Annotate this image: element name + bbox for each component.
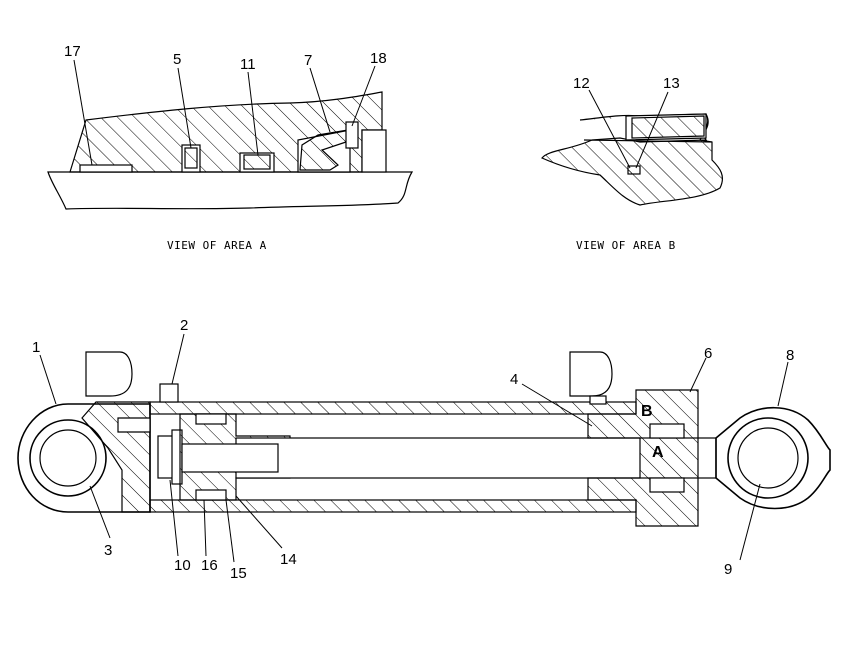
callout-17: 17: [64, 43, 93, 166]
detail-a-seal-5: [184, 147, 198, 169]
svg-text:11: 11: [240, 56, 256, 73]
rod-port-nipple: [589, 395, 607, 405]
rod-threaded-end: [181, 443, 279, 473]
callout-10: 10: [169, 479, 191, 574]
callout-6: 6: [689, 345, 712, 393]
detail-b-section: [541, 113, 724, 206]
gland-seal-bottom: [649, 477, 685, 493]
detail-b-oring: [627, 165, 641, 175]
detail-a-retainer-18: [345, 121, 359, 149]
svg-text:1: 1: [32, 339, 40, 356]
callout-16: 16: [201, 499, 218, 574]
svg-text:5: 5: [173, 51, 181, 68]
callout-2: 2: [171, 317, 188, 385]
cylinder-assembly: A B 1 2 3 4 6 8 9: [17, 317, 831, 582]
callout-15: 15: [225, 499, 247, 582]
svg-text:6: 6: [704, 345, 712, 362]
callout-1: 1: [32, 339, 57, 405]
piston-seal-top: [195, 413, 227, 425]
base-port-passage: [117, 417, 151, 433]
detail-a-seal-11: [243, 154, 271, 170]
rod-port-block: [569, 351, 613, 397]
caption-view-area-a: VIEW OF AREA A: [167, 239, 267, 252]
callout-7: 7: [304, 52, 331, 133]
bleed-fitting: [159, 383, 179, 403]
callout-18: 18: [351, 50, 387, 127]
callout-3: 3: [89, 485, 112, 559]
svg-text:9: 9: [724, 561, 732, 578]
rod-end-bore: [727, 417, 809, 499]
callout-12: 12: [573, 75, 631, 169]
svg-text:4: 4: [510, 371, 518, 388]
head-end-bushing: [39, 429, 97, 487]
cylinder-tube-bottom-wall: [149, 499, 637, 513]
svg-text:18: 18: [370, 50, 387, 67]
detail-a-end-plate: [361, 129, 387, 173]
detail-b-upper-block-hatch: [631, 115, 705, 139]
rod-end-bushing: [737, 427, 799, 489]
callout-9: 9: [724, 483, 761, 578]
svg-text:10: 10: [174, 557, 191, 574]
cylinder-tube-top-wall: [149, 401, 637, 415]
svg-text:2: 2: [180, 317, 188, 334]
detail-b-joint-line: [583, 139, 713, 143]
piston-rod: [235, 437, 717, 479]
callout-11: 11: [240, 56, 259, 156]
callout-4: 4: [510, 371, 593, 427]
svg-text:13: 13: [663, 75, 680, 92]
piston-seal-bottom: [195, 489, 227, 501]
svg-text:7: 7: [304, 52, 312, 69]
port-label-a: A: [652, 444, 664, 461]
detail-a-rod-outline: [47, 171, 414, 210]
caption-view-area-b: VIEW OF AREA B: [576, 239, 676, 252]
svg-text:15: 15: [230, 565, 247, 582]
head-end-eye: [17, 403, 151, 513]
svg-text:3: 3: [104, 542, 112, 559]
port-label-b: B: [641, 403, 653, 420]
head-end-bore: [29, 419, 107, 497]
gland-seal-top: [649, 423, 685, 439]
svg-text:16: 16: [201, 557, 218, 574]
svg-text:8: 8: [786, 347, 794, 364]
callout-5: 5: [173, 51, 192, 149]
detail-view-area-a: 17 5 11 7 18 VIEW OF AREA A: [47, 43, 414, 252]
callout-14: 14: [235, 495, 297, 568]
svg-text:14: 14: [280, 551, 297, 568]
svg-text:17: 17: [64, 43, 81, 60]
callout-13: 13: [635, 75, 680, 169]
detail-view-area-b: 12 13 VIEW OF AREA B: [541, 75, 724, 252]
svg-text:12: 12: [573, 75, 590, 92]
detail-a-wear-ring: [79, 164, 133, 173]
base-port-block: [85, 351, 133, 397]
callout-8: 8: [777, 347, 794, 407]
rod-end-eye: [715, 407, 831, 510]
